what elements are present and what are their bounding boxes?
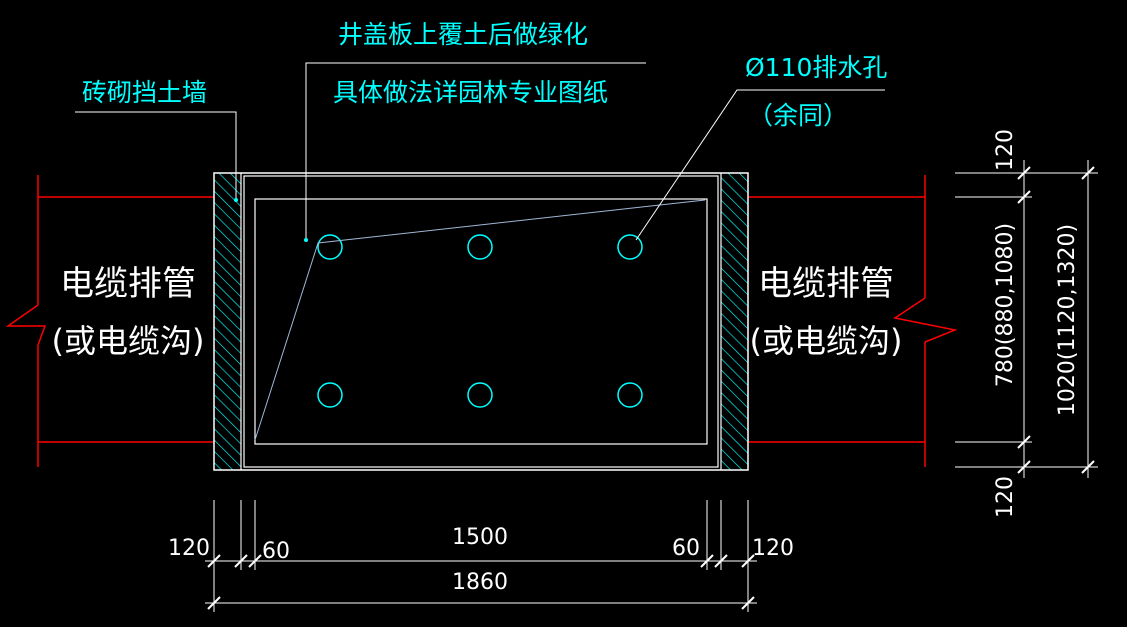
bottom-dimension-lines (205, 500, 757, 612)
outer-wall-outline (213, 172, 749, 471)
dim-top-slab: 120 (993, 129, 1018, 171)
brick-wall-label: 砖砌挡土墙 (82, 78, 207, 107)
dim-total-width: 1860 (452, 570, 508, 595)
right-dimension-lines (955, 160, 1098, 478)
dim-bottom-slab: 120 (993, 476, 1018, 518)
left-duct-label-line1: 电缆排管 (60, 264, 196, 304)
dim-wall-left: 120 (168, 536, 210, 561)
drain-hole (317, 234, 343, 260)
right-duct-label-line1: 电缆排管 (758, 264, 894, 304)
drain-hole (467, 234, 493, 260)
left-brick-wall (214, 173, 241, 470)
leader-dot (234, 198, 238, 202)
drain-holes (317, 234, 643, 408)
drain-hole (617, 382, 643, 408)
drain-hole (617, 234, 643, 260)
dim-gap-left: 60 (262, 539, 290, 564)
dim-wall-right: 120 (752, 536, 794, 561)
drain-hole (467, 382, 493, 408)
right-duct-label-line2: (或电缆沟) (750, 322, 903, 360)
well-inner-chamber (254, 198, 708, 445)
right-brick-wall (721, 173, 748, 470)
leader-dot (304, 238, 308, 242)
dim-total-height: 1020(1120,1320) (1055, 224, 1080, 416)
leaders (75, 62, 885, 241)
right-cable-duct (748, 175, 958, 467)
drain-hole-label: Ø110排水孔 (745, 53, 887, 82)
left-duct-label-line2: (或电缆沟) (52, 322, 205, 360)
drain-leader (635, 89, 885, 241)
cover-note-line1: 井盖板上覆土后做绿化 (338, 20, 588, 49)
inner-liner-outline (243, 175, 719, 468)
drain-hole (317, 382, 343, 408)
right-dimension-ticks (1017, 166, 1095, 474)
dim-gap-right: 60 (672, 536, 700, 561)
cover-note-line2: 具体做法详园林专业图纸 (333, 78, 608, 107)
dim-inner-height: 780(880,1080) (993, 223, 1018, 387)
slope-line (254, 199, 706, 441)
drain-hole-note: （余同） (748, 101, 848, 130)
brick-wall-leader (75, 111, 237, 200)
left-cable-duct (5, 175, 214, 467)
bottom-dimension-ticks (207, 554, 755, 610)
dim-inner-width: 1500 (452, 525, 508, 550)
cover-leader (305, 62, 646, 240)
well-structure (213, 172, 749, 471)
